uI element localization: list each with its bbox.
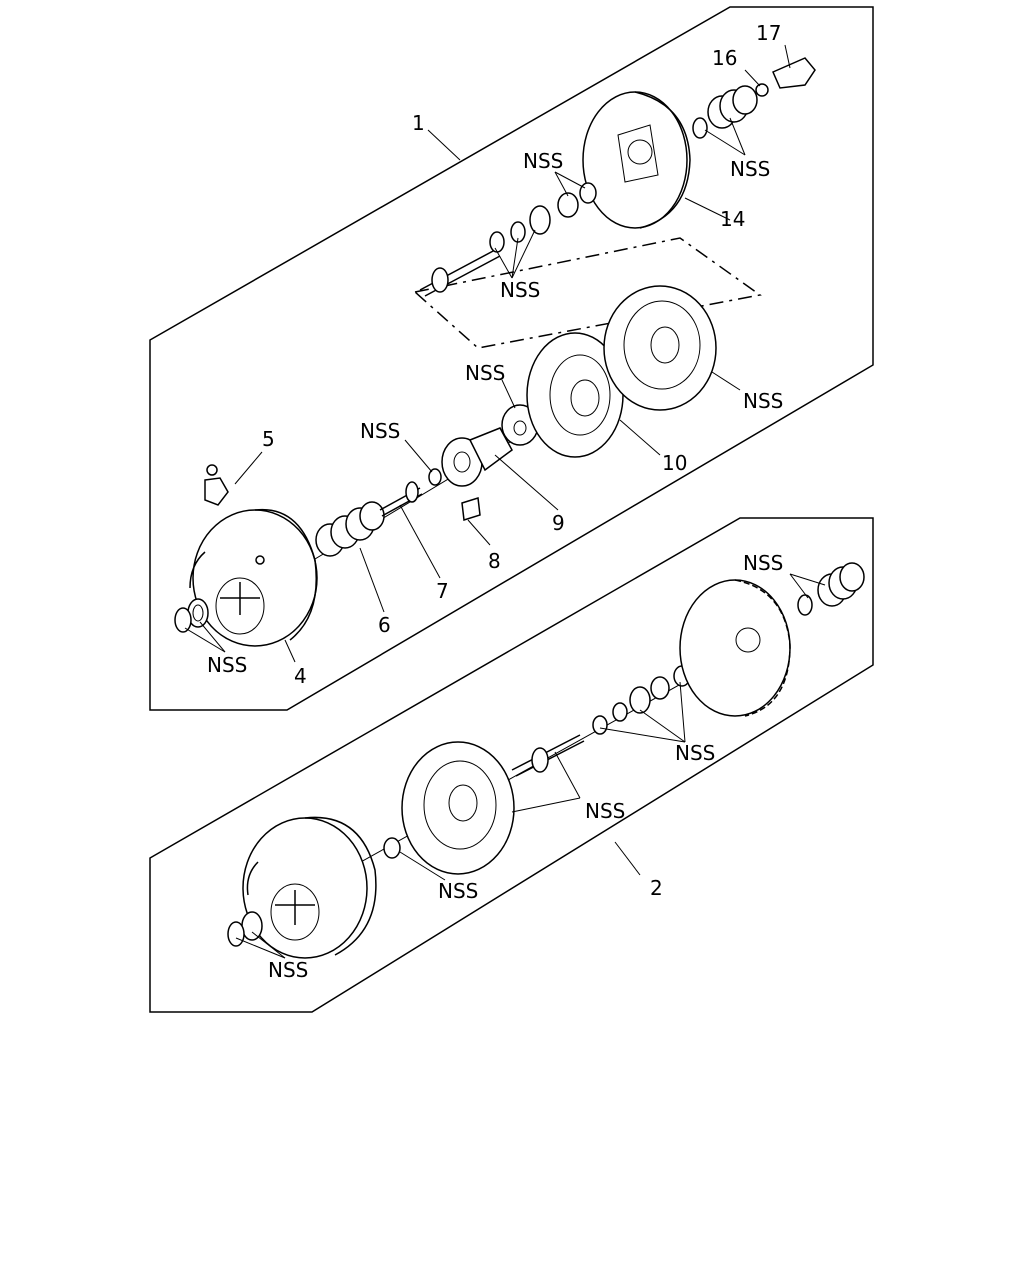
diaphragm-return-spring [315, 501, 385, 557]
clevis [772, 57, 816, 89]
lower-washer-3 [650, 676, 670, 700]
callout-7: 7 [436, 579, 449, 603]
rear-boot [707, 85, 758, 129]
lower-washer-1 [592, 715, 608, 735]
rod-seal-ring [428, 468, 442, 486]
callout-4: 4 [294, 664, 307, 688]
lower-rear-boot [817, 562, 865, 607]
valve-key [461, 497, 481, 521]
callout-16: 16 [712, 46, 737, 70]
callout-17: 17 [756, 21, 781, 45]
piston-rod-assembly [419, 205, 551, 297]
nss-label: NSS [207, 653, 247, 677]
shell-washer-1 [557, 192, 579, 218]
nss-label: NSS [438, 879, 478, 903]
callout-9: 9 [552, 511, 565, 535]
lower-piston-rod [511, 734, 585, 777]
callout-14: 14 [720, 207, 745, 231]
callout-10: 10 [662, 451, 687, 475]
front-seal-rings [174, 598, 209, 633]
callout-8: 8 [488, 549, 501, 573]
booster-rear-shell [582, 91, 691, 229]
diaphragm [603, 285, 717, 411]
callout-1: 1 [412, 111, 425, 135]
nss-label: NSS [500, 278, 540, 302]
nss-label: NSS [585, 799, 625, 823]
clevis-nut [755, 83, 769, 97]
nss-label: NSS [268, 958, 308, 982]
lower-lock-washer [629, 686, 651, 714]
lower-retaining-ring [797, 594, 813, 616]
lower-o-ring [383, 837, 401, 859]
sub-assembly-dashed-frame [413, 237, 762, 349]
push-rod [379, 481, 423, 517]
callout-5: 5 [262, 427, 275, 451]
lower-diaphragm [401, 741, 515, 875]
valve-body [441, 427, 513, 487]
booster-front-shell [189, 508, 318, 647]
lower-rear-shell [679, 579, 791, 717]
nss-label: NSS [675, 741, 715, 765]
callout-6: 6 [378, 613, 391, 637]
assembly-1-frame [149, 6, 874, 711]
nss-label: NSS [523, 149, 563, 173]
nss-label: NSS [360, 419, 400, 443]
nss-label: NSS [743, 551, 783, 575]
shell-washer-2 [579, 182, 597, 204]
lower-front-shell [242, 816, 377, 959]
nss-label: NSS [743, 389, 783, 413]
callout-2: 2 [650, 876, 663, 900]
leader-lines [184, 44, 826, 959]
nss-label: NSS [730, 157, 770, 181]
lower-washer-2 [612, 702, 628, 722]
lower-seal-rings [227, 911, 263, 947]
assembly-2-frame [149, 517, 874, 1013]
nss-label: NSS [465, 361, 505, 385]
check-valve [204, 464, 229, 506]
retaining-ring [692, 117, 708, 139]
